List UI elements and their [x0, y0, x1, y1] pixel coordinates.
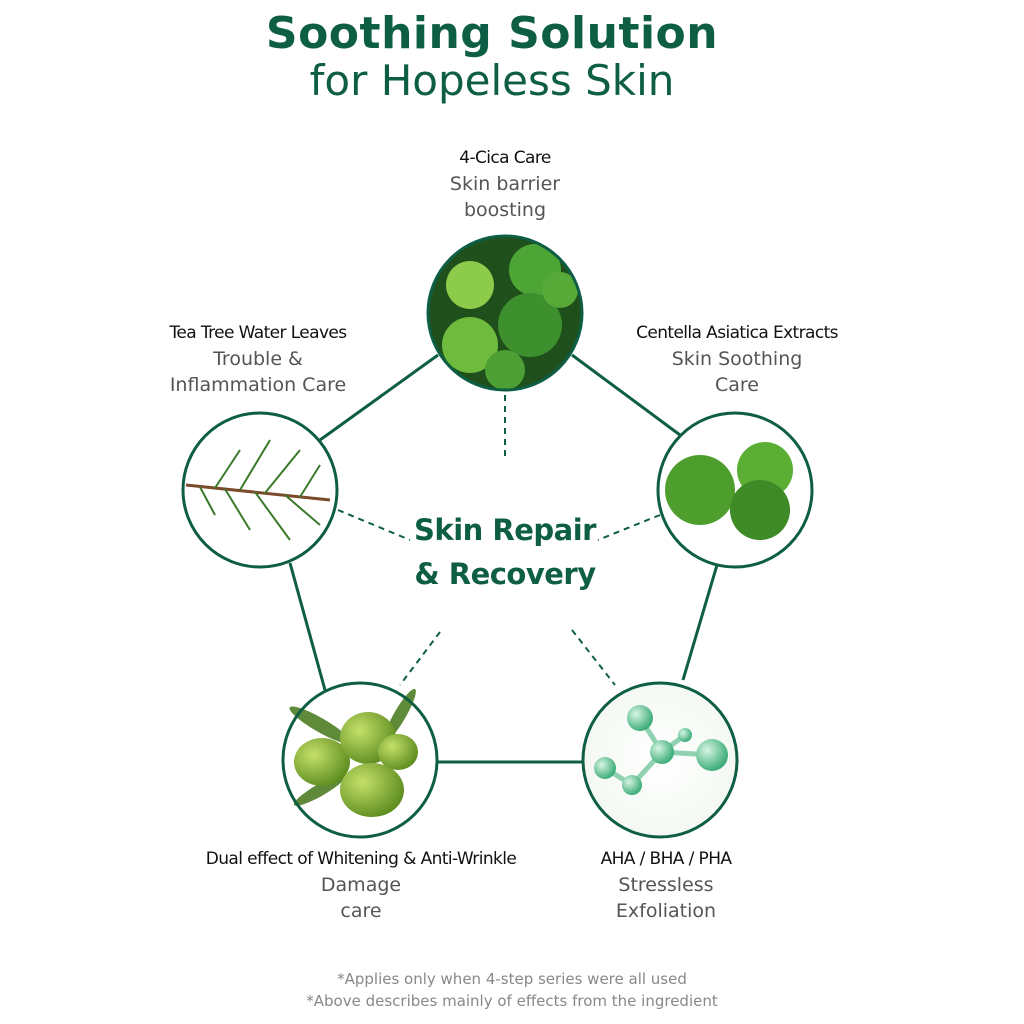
pentagon-edges: [288, 353, 719, 764]
edge-right-bottom: [681, 564, 719, 681]
node-desc: Stressless: [618, 874, 714, 896]
edge-left-bottom: [288, 562, 327, 691]
node-desc: Inflammation Care: [169, 374, 347, 396]
node-heading: Tea Tree Water Leaves: [169, 323, 347, 343]
center-line-2: & Recovery: [414, 557, 596, 591]
centella-leaf-icon: [656, 411, 814, 569]
node-desc: Care: [715, 374, 759, 396]
footnote: *Above describes mainly of effects from …: [306, 992, 718, 1010]
node-desc: Exfoliation: [615, 900, 717, 922]
center-line-1: Skin Repair: [414, 513, 596, 547]
node-heading: AHA / BHA / PHA: [600, 849, 732, 869]
center-label: Skin Repair & Recovery: [355, 508, 655, 596]
dashed-spokes: [337, 395, 661, 686]
footnotes: *Applies only when 4-step series were al…: [0, 968, 1024, 1012]
edge-top-right: [571, 353, 681, 437]
title-line-1: Soothing Solution: [265, 8, 719, 59]
olive-icon: [281, 681, 439, 839]
footnote: *Applies only when 4-step series were al…: [337, 970, 687, 988]
molecule-icon: [581, 681, 739, 839]
node-desc: Skin Soothing: [671, 348, 803, 370]
node-heading: 4-Cica Care: [459, 148, 551, 168]
node-tea-tree: Tea Tree Water Leaves Trouble & Inflamma…: [58, 320, 458, 398]
tea-tree-icon: [181, 411, 339, 569]
node-centella-asiatica: Centella Asiatica Extracts Skin Soothing…: [537, 320, 937, 398]
edge-top-left: [319, 353, 439, 442]
node-desc: Trouble &: [213, 348, 303, 370]
centella-leaves-icon: [426, 234, 584, 392]
node-desc: Damage: [320, 874, 402, 896]
node-desc: care: [340, 900, 382, 922]
node-heading: Centella Asiatica Extracts: [636, 323, 838, 343]
node-dual-effect: Dual effect of Whitening & Anti-Wrinkle …: [161, 846, 561, 924]
node-heading: Dual effect of Whitening & Anti-Wrinkle: [205, 849, 517, 869]
title-line-2: for Hopeless Skin: [309, 56, 675, 105]
node-desc: Skin barrier: [449, 173, 561, 195]
node-desc: boosting: [463, 199, 547, 221]
node-aha-bha-pha: AHA / BHA / PHA Stressless Exfoliation: [466, 846, 866, 924]
node-4-cica-care: 4-Cica Care Skin barrier boosting: [305, 145, 705, 223]
